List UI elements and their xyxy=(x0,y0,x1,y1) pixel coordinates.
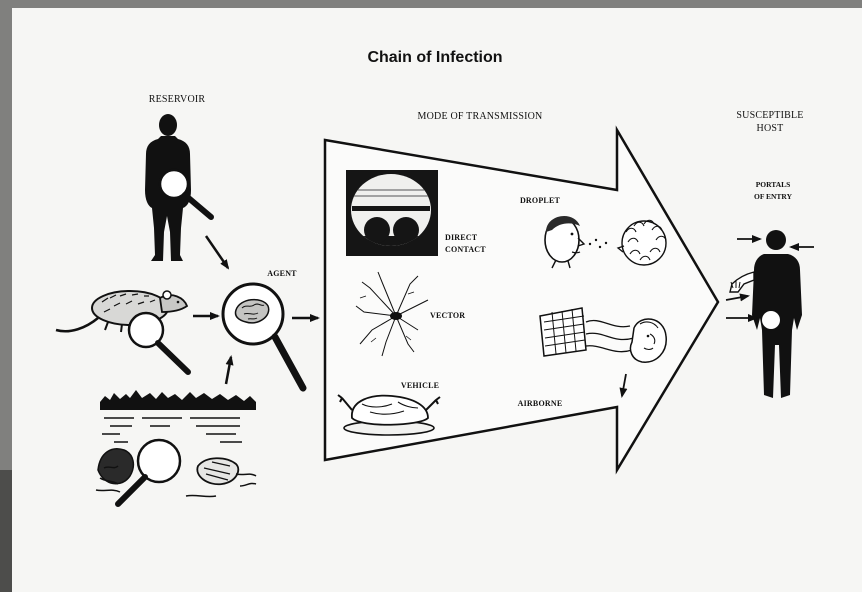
droplet-label: DROPLET xyxy=(520,196,561,205)
mode-of-transmission-label: MODE OF TRANSMISSION xyxy=(418,111,543,122)
susceptible-host-label-line2: HOST xyxy=(757,123,784,134)
vehicle-label: VEHICLE xyxy=(401,381,439,390)
vector-label: VECTOR xyxy=(430,311,465,320)
direct-contact-label-line2: CONTACT xyxy=(445,245,486,254)
reservoir-label: RESERVOIR xyxy=(149,94,206,105)
agent-label: AGENT xyxy=(267,269,297,278)
scan-frame-dark-corner xyxy=(0,470,14,592)
page-title: Chain of Infection xyxy=(367,49,502,66)
airborne-label: AIRBORNE xyxy=(518,399,563,408)
portals-of-entry-label-line1: PORTALS xyxy=(756,180,791,189)
portals-of-entry-label-line2: OF ENTRY xyxy=(754,192,793,201)
kissing-couple-icon xyxy=(346,170,438,256)
susceptible-host-label-line1: SUSCEPTIBLE xyxy=(736,110,803,121)
direct-contact-label-line1: DIRECT xyxy=(445,233,478,242)
